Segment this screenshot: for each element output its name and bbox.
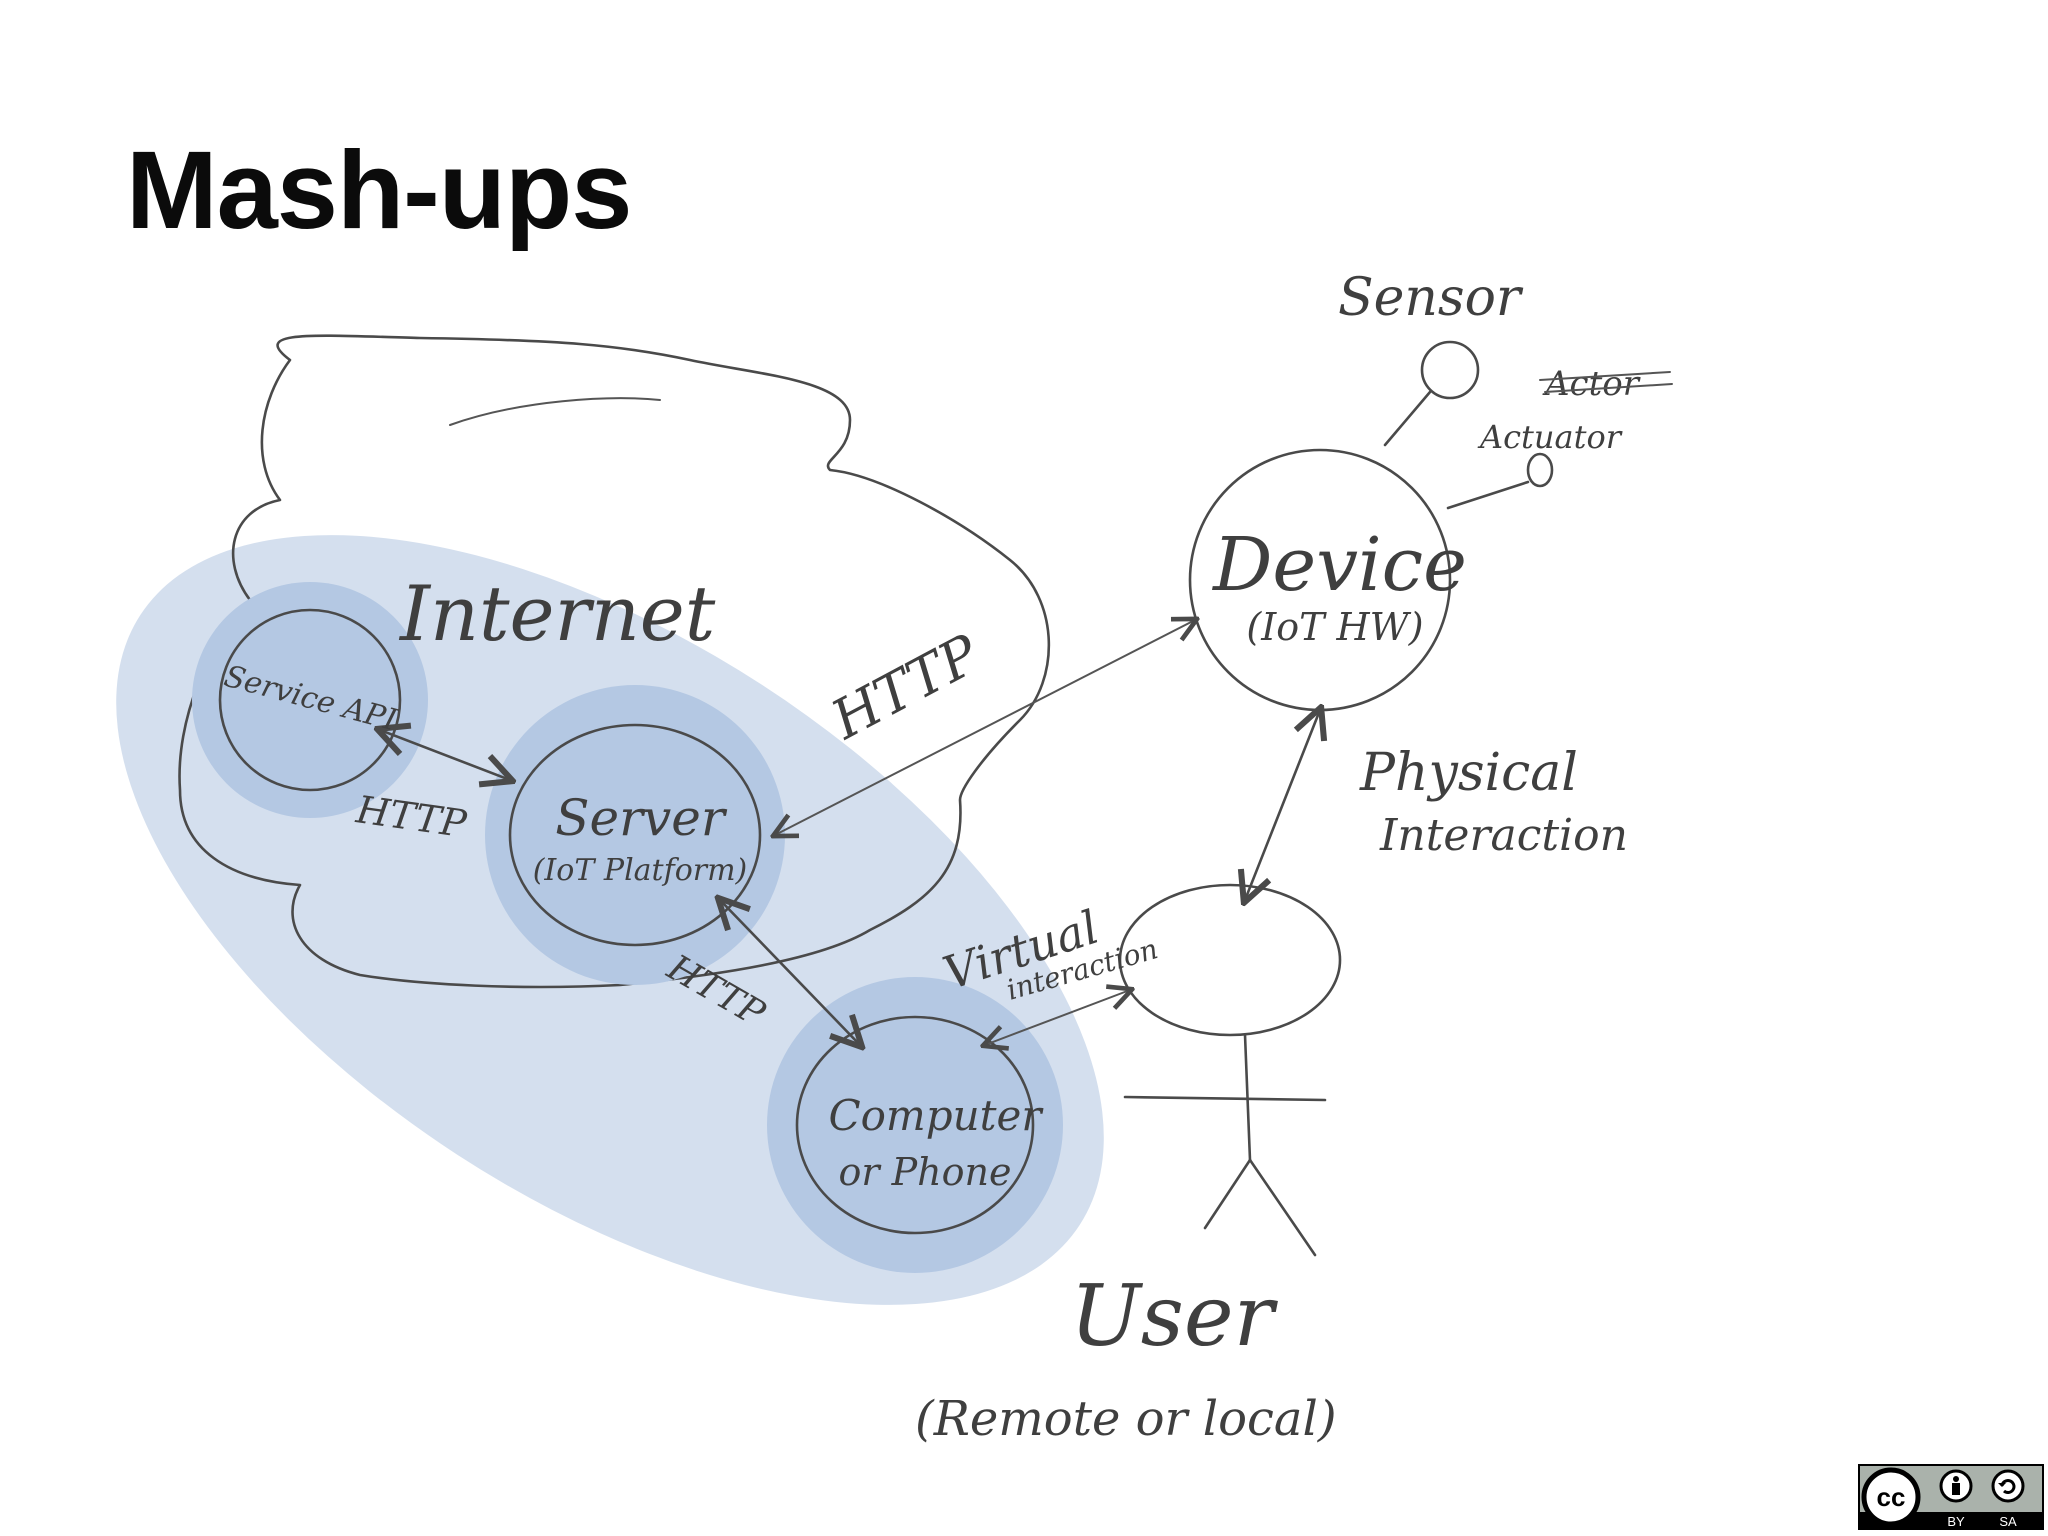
user-sub-label: (Remote or local) bbox=[915, 1391, 1337, 1447]
computer-sub-label: or Phone bbox=[838, 1150, 1011, 1194]
sensor-node bbox=[1420, 340, 1480, 400]
cloud-inner-stroke bbox=[449, 397, 661, 426]
actuator-label: Actuator bbox=[1477, 418, 1623, 456]
user-body bbox=[1243, 1033, 1252, 1162]
internet-cloud bbox=[178, 334, 1051, 989]
sensor-label: Sensor bbox=[1338, 268, 1524, 328]
actor-struck-label: Actor bbox=[1542, 364, 1641, 404]
computer-node bbox=[795, 1015, 1035, 1235]
server-label: Server bbox=[555, 789, 728, 847]
actuator-link bbox=[1446, 480, 1530, 510]
svg-text:cc: cc bbox=[1877, 1482, 1906, 1512]
internet-label: Internet bbox=[398, 569, 716, 658]
service-api-node bbox=[218, 608, 402, 792]
sa-icon bbox=[1991, 1469, 2025, 1503]
user-leg-left bbox=[1203, 1158, 1252, 1230]
physical-interaction-label-1: Physical bbox=[1359, 743, 1578, 803]
actor-strikethrough-2 bbox=[1544, 383, 1673, 393]
service-api-node-halo bbox=[192, 582, 428, 818]
user-head bbox=[1118, 883, 1342, 1037]
server-node-halo bbox=[485, 685, 785, 985]
physical-interaction-label-2: Interaction bbox=[1379, 810, 1628, 861]
computer-user-arrow bbox=[985, 990, 1130, 1045]
actor-strikethrough bbox=[1539, 371, 1671, 381]
cc-by-sa-badge[interactable]: cc BY SA bbox=[1858, 1464, 2044, 1530]
user-leg-right bbox=[1248, 1158, 1317, 1257]
user-label: User bbox=[1070, 1267, 1279, 1365]
api-server-arrow bbox=[380, 730, 510, 780]
actuator-node bbox=[1526, 452, 1554, 488]
by-text: BY bbox=[1947, 1514, 1965, 1529]
sensor-link bbox=[1383, 390, 1432, 447]
slide-title: Mash-ups bbox=[126, 129, 632, 252]
computer-label: Computer bbox=[829, 1091, 1045, 1140]
server-device-arrow bbox=[775, 620, 1195, 835]
cc-icon: cc bbox=[1861, 1467, 1921, 1527]
server-sub-label: (IoT Platform) bbox=[533, 853, 748, 888]
sa-text: SA bbox=[1999, 1514, 2017, 1529]
by-icon bbox=[1939, 1469, 1973, 1503]
device-label: Device bbox=[1211, 522, 1467, 608]
user-arms bbox=[1123, 1095, 1327, 1102]
device-user-arrow bbox=[1245, 710, 1320, 900]
server-computer-arrow bbox=[720, 900, 860, 1045]
device-sub-label: (IoT HW) bbox=[1246, 605, 1423, 649]
server-device-link-label: HTTP bbox=[821, 622, 991, 752]
server-node bbox=[508, 723, 762, 947]
